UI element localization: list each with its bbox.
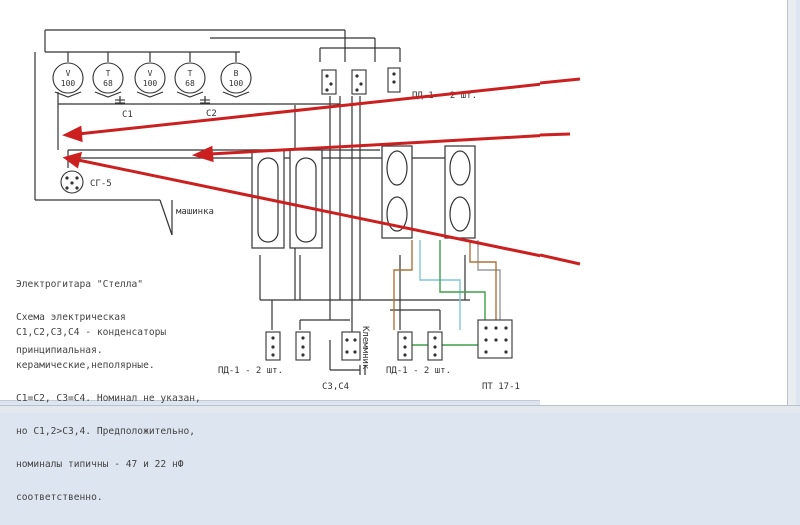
- label-bridge: машинка: [176, 207, 214, 217]
- vertical-scrollbar[interactable]: [787, 0, 796, 406]
- schematic-title: Электрогитара "Стелла" Схема электрическ…: [16, 257, 143, 378]
- schematic-drawing: V 100 T 68 V 100 T 68 B 100 C1 C2: [34, 29, 581, 392]
- schematic-sheet: V 100 T 68 V 100 T 68 B 100 C1 C2: [0, 0, 581, 503]
- red-arrows: [62, 78, 581, 266]
- pot-4-value: 68: [185, 79, 195, 88]
- label-connector: СГ-5: [90, 179, 112, 189]
- label-c1: C1: [122, 110, 133, 120]
- note-line-6: соответственно.: [16, 492, 103, 503]
- label-switch-pt: ПТ 17-1: [482, 382, 520, 392]
- label-caps-bottom: C3,C4: [322, 382, 349, 392]
- pot-5-letter: B: [234, 69, 239, 78]
- title-line-3: принципиальная.: [16, 345, 103, 356]
- label-c2: C2: [206, 109, 217, 119]
- note-line-2: керамические,неполярные.: [16, 360, 155, 371]
- note-line-3: C1=C2, C3=C4. Номинал не указан,: [16, 393, 201, 404]
- wire-green: [439, 240, 486, 325]
- label-terminal: Клеммник: [360, 326, 370, 370]
- arrow-tails: [539, 77, 581, 266]
- note-line-5: номиналы типичны - 47 и 22 нФ: [16, 459, 184, 470]
- pot-2-letter: T: [106, 69, 111, 78]
- note-line-1: C1,C2,C3,C4 - конденсаторы: [16, 327, 167, 338]
- capacitor-notes: C1,C2,C3,C4 - конденсаторы керамические,…: [16, 305, 201, 525]
- pots-row: V 100 T 68 V 100 T 68 B 100: [52, 62, 252, 98]
- wire-brown: [393, 240, 413, 330]
- right-blank-pane: [539, 0, 788, 406]
- wire-green-2: [404, 335, 485, 346]
- pot-4-letter: T: [188, 69, 193, 78]
- pot-2-value: 68: [103, 79, 113, 88]
- pot-3-letter: V: [148, 69, 153, 78]
- pot-1-letter: V: [66, 69, 71, 78]
- pot-1-value: 100: [61, 79, 76, 88]
- label-switch-bottom-mid: ПД-1 - 2 шт.: [386, 366, 451, 376]
- horizontal-scrollbar[interactable]: [0, 405, 800, 413]
- wire-grey: [477, 240, 501, 320]
- title-line-2: Схема электрическая: [16, 312, 126, 323]
- pot-5-value: 100: [229, 79, 244, 88]
- wire-brown-2: [469, 240, 497, 320]
- screenshot-frame: V 100 T 68 V 100 T 68 B 100 C1 C2: [0, 0, 800, 503]
- pickups: [251, 145, 476, 249]
- label-switch-bottom-left: ПД-1 - 2 шт.: [218, 366, 283, 376]
- title-line-1: Электрогитара "Стелла": [16, 279, 144, 290]
- pot-3-value: 100: [143, 79, 158, 88]
- note-line-4: но C1,2>C3,4. Предположительно,: [16, 426, 196, 437]
- connector-sg5: [60, 170, 84, 194]
